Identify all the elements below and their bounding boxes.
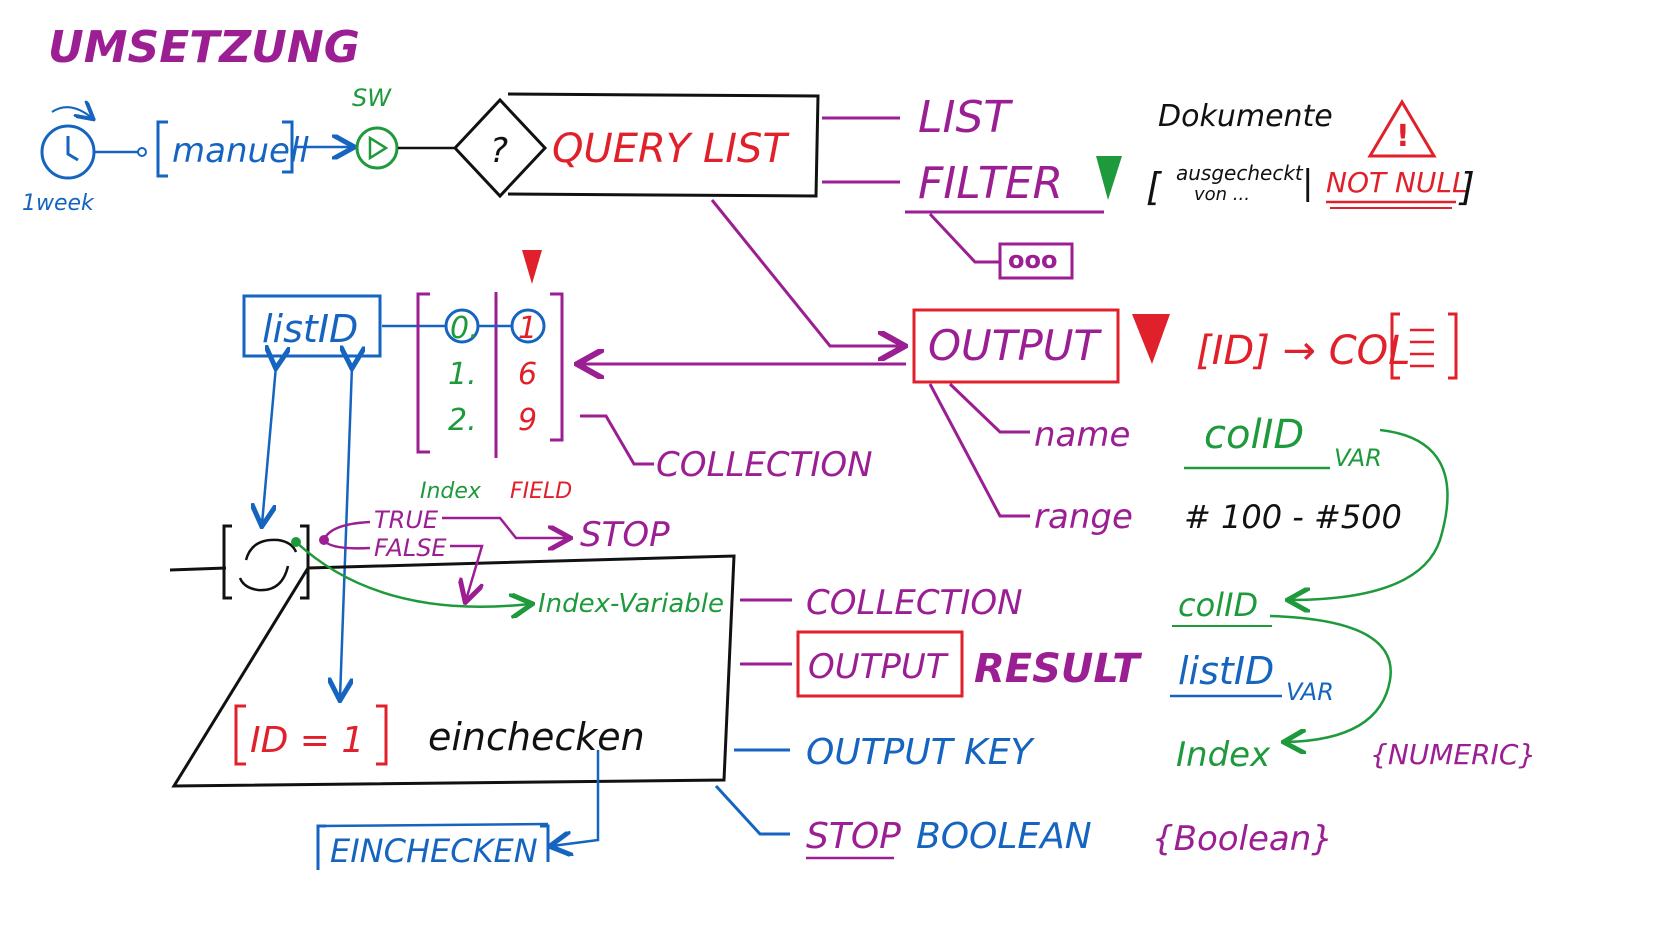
play-icon xyxy=(355,126,399,170)
param-boolean-label: BOOLEAN xyxy=(916,816,1092,857)
filter-bracket-open: [ xyxy=(1146,165,1162,209)
param-output-label: OUTPUT xyxy=(808,647,949,687)
output-name-label: name xyxy=(1034,415,1130,455)
param-output-key-value: Index xyxy=(1176,735,1271,775)
param-boolean-type: {Boolean} xyxy=(1152,819,1333,859)
output-range-value: # 100 - #500 xyxy=(1184,498,1402,536)
output-range-label: range xyxy=(1034,497,1133,537)
list-label: LIST xyxy=(918,92,1013,143)
filter-separator: | xyxy=(1302,163,1313,203)
query-list-block: ? QUERY LIST xyxy=(452,92,820,199)
param-result-label: RESULT xyxy=(974,646,1142,692)
id-condition: ID = 1 xyxy=(234,704,388,766)
mode-label: manuell xyxy=(172,131,309,171)
timer-label: 1week xyxy=(22,191,95,216)
index-variable-label: Index-Variable xyxy=(538,589,724,619)
field-marker-icon xyxy=(522,250,542,284)
filter-condition: [ ausgecheckt von ... | NOT NULL ] xyxy=(1146,161,1475,209)
field-header: FIELD xyxy=(510,479,572,504)
index-value-0: 0. xyxy=(450,311,479,346)
loop-stop-label: STOP xyxy=(580,515,670,555)
listid-label: listID xyxy=(262,307,358,351)
field-value-2: 9 xyxy=(518,403,537,438)
filter-field-line1: ausgecheckt xyxy=(1176,161,1304,185)
action-label: einchecken xyxy=(428,715,645,759)
output-mapping: [ID] → COL xyxy=(1196,328,1410,374)
decision-symbol: ? xyxy=(490,131,508,171)
param-output-box xyxy=(796,630,964,698)
einchecken-label: EINCHECKEN xyxy=(330,832,538,870)
filter-bracket-close: ] xyxy=(1458,165,1475,209)
collection-table: 0. 1. 2. 1 6 9 Index FIELD xyxy=(416,250,572,504)
filter-field-line2: von ... xyxy=(1194,184,1250,205)
einchecken-box: EINCHECKEN xyxy=(316,822,550,870)
id-condition-label: ID = 1 xyxy=(250,720,364,761)
param-result-value: listID xyxy=(1178,649,1274,693)
param-output-key-label: OUTPUT KEY xyxy=(806,732,1036,773)
timer-trigger: 1week xyxy=(22,107,95,216)
output-marker-icon xyxy=(1132,314,1170,364)
filter-label: FILTER xyxy=(918,158,1063,209)
filter-condition-value: NOT NULL xyxy=(1326,166,1468,199)
sw-label: SW xyxy=(352,84,392,112)
field-value-0: 1 xyxy=(518,311,537,346)
index-value-1: 1. xyxy=(448,357,477,392)
warning-icon: ! xyxy=(1367,99,1437,158)
output-label: OUTPUT xyxy=(928,321,1103,370)
param-stop-label: STOP xyxy=(806,816,901,857)
filter-more-box xyxy=(998,242,1074,280)
filter-marker-icon xyxy=(1096,156,1122,200)
output-block: OUTPUT xyxy=(912,308,1120,384)
loop-block xyxy=(169,524,736,788)
query-list-label: QUERY LIST xyxy=(552,126,790,172)
listid-box: listID xyxy=(242,294,382,358)
param-result-value-sub: VAR xyxy=(1286,678,1334,706)
output-name-value-sub: VAR xyxy=(1334,444,1382,472)
filter-more-icon: ooo xyxy=(1008,246,1057,274)
warning-symbol: ! xyxy=(1396,119,1410,154)
loop-icon xyxy=(222,524,310,600)
index-value-2: 2. xyxy=(448,403,477,438)
mode-manual: manuell xyxy=(156,120,309,178)
loop-true-label: TRUE xyxy=(374,506,439,534)
collection-label: COLLECTION xyxy=(656,445,873,485)
page-title: UMSETZUNG xyxy=(48,22,360,73)
sw-start: SW xyxy=(352,84,399,170)
column-list-icon xyxy=(1390,312,1458,380)
param-collection-value: colID xyxy=(1178,586,1258,624)
documents-label: Dokumente xyxy=(1158,99,1333,134)
field-value-1: 6 xyxy=(518,357,537,392)
param-collection-label: COLLECTION xyxy=(806,583,1023,623)
index-header: Index xyxy=(420,479,482,504)
param-output-key-type: {NUMERIC} xyxy=(1370,738,1536,771)
output-name-value: colID xyxy=(1204,412,1304,458)
loop-false-label: FALSE xyxy=(374,534,447,562)
